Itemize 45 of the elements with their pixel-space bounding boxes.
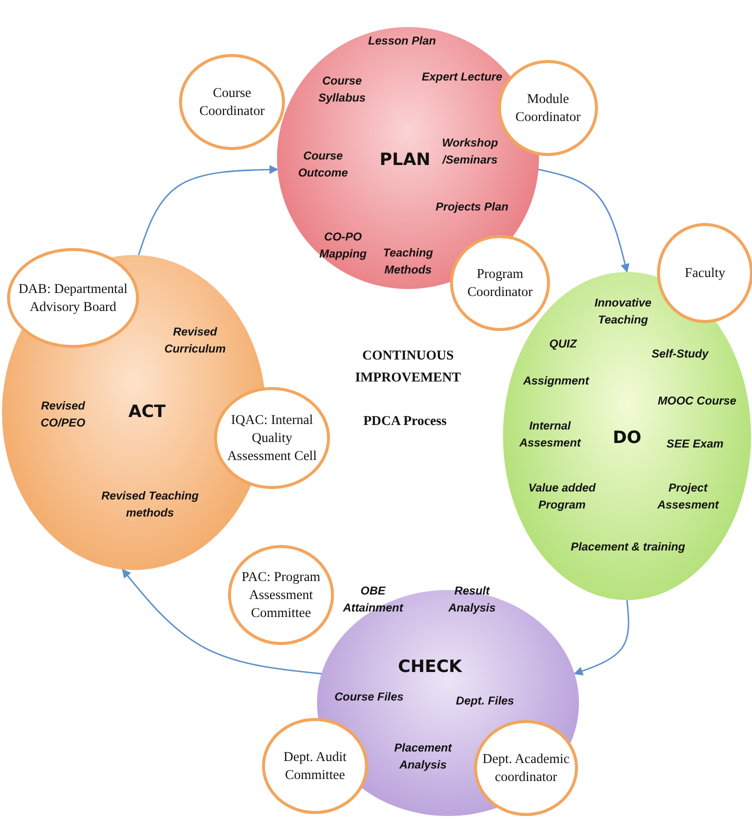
activity-text: Innovative Teaching: [594, 296, 652, 328]
role-text: IQAC: Internal Quality Assessment Cell: [226, 410, 318, 466]
arrow: [122, 568, 322, 674]
role-text: DAB: Departmental Advisory Board: [17, 280, 129, 316]
activity-text: Revised Curriculum: [163, 325, 227, 357]
activity-text: Course Files: [333, 690, 405, 706]
activity-text: Course Syllabus: [317, 74, 367, 106]
activity-text: SEE Exam: [666, 438, 724, 453]
activity-text: Expert Lecture: [420, 70, 504, 86]
activity-text: Self-Study: [650, 348, 710, 363]
activity-text: Result Analysis: [447, 584, 497, 616]
role-text: Faculty: [684, 264, 726, 282]
activity-text: Revised Teaching methods: [100, 489, 200, 521]
role-text: Program Coordinator: [466, 264, 534, 301]
phase-heading: CHECK: [398, 657, 462, 677]
activity-text: QUIZ: [548, 338, 578, 353]
activity-text: Projects Plan: [434, 200, 510, 216]
activity-text: Assignment: [522, 374, 590, 390]
activity-text: OBE Attainment: [342, 584, 404, 616]
activity-text: Revised CO/PEO: [40, 399, 86, 431]
activity-text: Value added Program: [527, 481, 597, 513]
activity-text: Placement & training: [570, 540, 686, 556]
center-title: CONTINUOUS IMPROVEMENT: [354, 346, 462, 386]
activity-text: CO-PO Mapping: [318, 230, 368, 262]
phase-heading: PLAN: [380, 150, 430, 170]
role-text: Module Coordinator: [514, 90, 582, 126]
arrow: [538, 168, 630, 273]
activity-text: Teaching Methods: [382, 246, 434, 278]
activity-text: Dept. Files: [454, 694, 516, 710]
activity-text: Lesson Plan: [367, 34, 437, 50]
arrow: [574, 600, 630, 676]
activity-text: MOOC Course: [656, 394, 738, 410]
activity-text: Workshop /Seminars: [440, 136, 499, 168]
role-text: Dept. Audit Committee: [282, 748, 348, 784]
arrow: [138, 165, 278, 256]
activity-text: Project Assesment: [656, 481, 720, 513]
activity-text: Internal Assesment: [518, 419, 582, 451]
phase-heading: ACT: [128, 402, 166, 422]
activity-text: Course Outcome: [297, 149, 349, 181]
activity-text: Placement Analysis: [393, 741, 453, 773]
role-text: Course Coordinator: [198, 84, 266, 120]
phase-heading: DO: [612, 428, 642, 448]
role-text: PAC: Program Assessment Committee: [240, 568, 322, 622]
center-subtitle: PDCA Process: [362, 412, 448, 430]
role-text: Dept. Academic coordinator: [482, 750, 570, 786]
